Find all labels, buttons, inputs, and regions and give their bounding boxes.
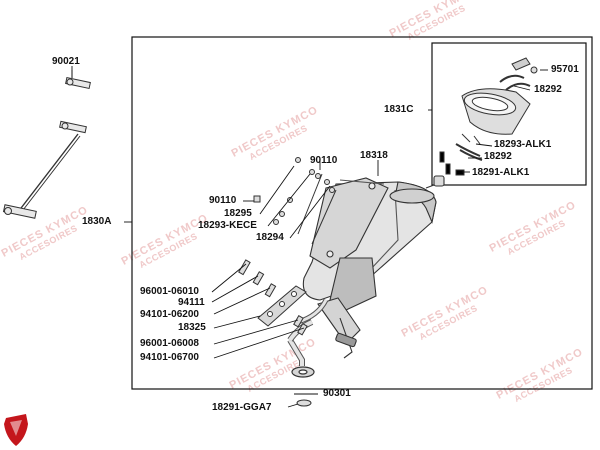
part-label-90301: 90301 (323, 388, 351, 399)
part-label-95701: 95701 (551, 64, 579, 75)
part-label-90021: 90021 (52, 56, 80, 67)
end-cap-set (439, 57, 538, 176)
catalyst-section (317, 257, 377, 359)
part-label-18293-kece: 18293-KECE (198, 220, 257, 231)
part-label-1831C: 1831C (384, 104, 414, 115)
part-label-94111: 94111 (178, 297, 205, 308)
part-label-94101-06200: 94101-06200 (140, 309, 199, 320)
part-label-18318: 18318 (360, 150, 388, 161)
bracket-bolt-assembly (2, 70, 91, 219)
exhaust-pipe (287, 298, 329, 378)
brand-logo (4, 414, 28, 446)
part-label-90110: 90110 (209, 195, 237, 206)
part-label-18291-alk1: 18291-ALK1 (472, 167, 530, 178)
part-label-90110-upper: 90110 (310, 155, 338, 166)
part-label-96001-06008: 96001-06008 (140, 338, 199, 349)
part-label-18291-gga7: 18291-GGA7 (212, 402, 272, 413)
main-frame (131, 36, 593, 390)
part-label-96001-06010: 96001-06010 (140, 286, 199, 297)
part-label-18293-alk1: 18293-ALK1 (494, 139, 552, 150)
part-label-94101-06700: 94101-06700 (140, 352, 199, 363)
bolt-set-lower (238, 259, 308, 336)
part-label-18292-lower: 18292 (484, 151, 512, 162)
long-bolts (297, 173, 337, 245)
heat-guard-plate (257, 285, 307, 327)
part-label-18292: 18292 (534, 84, 562, 95)
part-label-18325: 18325 (178, 322, 206, 333)
part-label-18295: 18295 (224, 208, 252, 219)
part-label-18294: 18294 (256, 232, 284, 243)
bolt-set-upper (253, 157, 335, 225)
leader-lines (71, 66, 548, 408)
inset-frame (431, 42, 587, 186)
flange-gasket (296, 399, 312, 407)
part-label-1830A: 1830A (82, 216, 112, 227)
